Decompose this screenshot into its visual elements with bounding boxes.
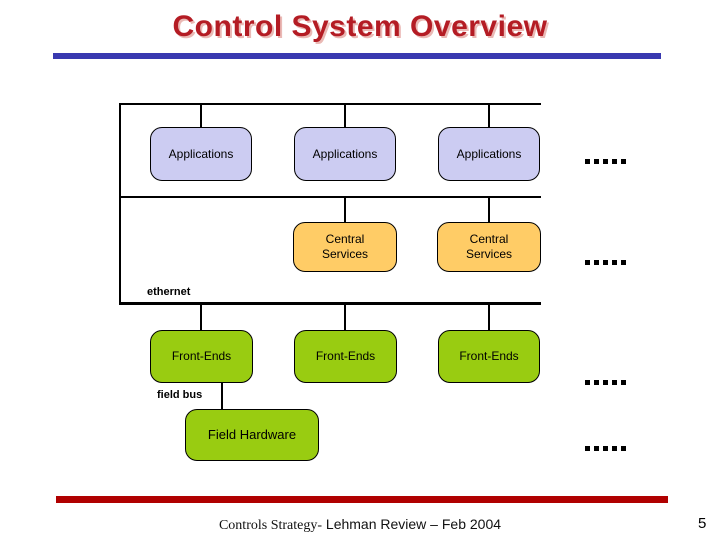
front-ends-box-2: Front-Ends [294, 330, 397, 383]
applications-label: Applications [456, 146, 522, 161]
front-ends-label: Front-Ends [459, 349, 519, 363]
central-services-label: Central Services [465, 232, 512, 261]
central-services-label: Central Services [321, 232, 368, 261]
footer-prefix: Controls Strategy- [218, 518, 323, 533]
applications-label: Applications [312, 146, 378, 161]
field-hardware-label: Field Hardware [207, 426, 297, 442]
front-ends-label: Front-Ends [315, 349, 376, 363]
central-services-box-1: Central Services [293, 222, 397, 272]
footer-text: Controls Strategy- Lehman Review – Feb 2… [0, 516, 720, 534]
page-title: Control System Overview [172, 10, 548, 43]
ellipsis-dots-applications [585, 159, 626, 164]
central-services-box-2: Central Services [437, 222, 541, 272]
ellipsis-dots-central-services [585, 260, 626, 265]
connector-fe-2 [344, 305, 346, 330]
connector-fe-1 [200, 305, 202, 330]
ethernet-label: ethernet [147, 286, 191, 298]
field-hardware-box: Field Hardware [185, 409, 319, 461]
applications-label: Applications [168, 146, 234, 161]
front-ends-label: Front-Ends [171, 349, 232, 363]
ellipsis-dots-field-hardware [585, 446, 626, 451]
front-ends-box-1: Front-Ends [150, 330, 253, 383]
field-bus-label: field bus [157, 389, 203, 401]
ellipsis-dots-front-ends [585, 380, 626, 385]
connector-fe-3 [488, 305, 490, 330]
connector-cs-2 [488, 198, 490, 222]
page-number: 5 [698, 515, 707, 532]
connector-app-1 [200, 105, 202, 127]
left-backbone-line [119, 103, 121, 305]
applications-box-1: Applications [150, 127, 252, 181]
title-underline [53, 53, 661, 59]
connector-app-2 [344, 105, 346, 127]
applications-box-2: Applications [294, 127, 396, 181]
front-ends-box-3: Front-Ends [438, 330, 540, 383]
connector-field-bus [221, 383, 223, 409]
applications-box-3: Applications [438, 127, 540, 181]
footer-rule [56, 496, 668, 503]
footer-main: Lehman Review – Feb 2004 [325, 516, 502, 532]
applications-bus-line [119, 103, 541, 105]
services-bus-line [119, 196, 541, 198]
ethernet-bus-line [119, 302, 541, 305]
connector-app-3 [488, 105, 490, 127]
connector-cs-1 [344, 198, 346, 222]
